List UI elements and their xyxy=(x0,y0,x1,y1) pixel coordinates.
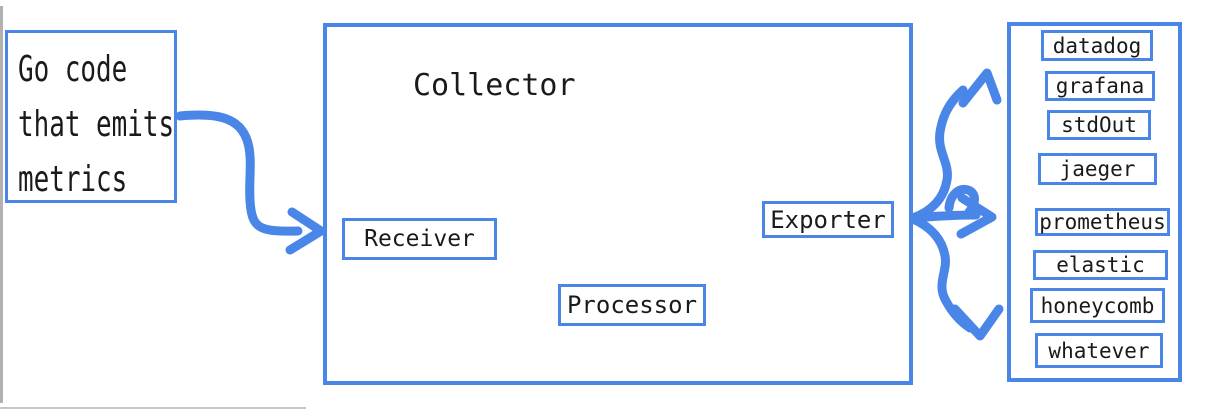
backend-label: honeycomb xyxy=(1040,293,1155,318)
exporter-label: Exporter xyxy=(770,205,886,234)
source-line-1: Go code xyxy=(18,49,128,90)
window-edge-left xyxy=(0,6,3,403)
arrow-exporter-fan-up xyxy=(908,85,968,223)
collector-title: Collector xyxy=(413,68,576,103)
backend-label: grafana xyxy=(1055,74,1145,98)
exporter-node-box: Exporter xyxy=(762,201,894,238)
window-edge-bottom xyxy=(0,407,306,409)
backend-box-stdout: stdOut xyxy=(1047,110,1151,140)
receiver-label: Receiver xyxy=(364,226,475,252)
backend-box-whatever: whatever xyxy=(1035,333,1163,368)
arrow-exporter-fan-middle xyxy=(908,210,981,223)
backend-box-grafana: grafana xyxy=(1045,71,1155,101)
arrowhead-exporter-fan-down xyxy=(950,304,1004,341)
processor-node-box: Processor xyxy=(558,284,706,326)
arrowhead-exporter-fan-up xyxy=(958,68,1002,108)
backend-label: jaeger xyxy=(1059,157,1136,181)
backend-box-prometheus: prometheus xyxy=(1035,208,1170,236)
receiver-node-box: Receiver xyxy=(342,218,497,260)
arrow-exporter-fan-middle-flick xyxy=(944,184,979,217)
backend-label: prometheus xyxy=(1039,210,1166,234)
source-line-3: metrics xyxy=(18,159,128,200)
processor-label: Processor xyxy=(566,291,698,319)
backend-label: stdOut xyxy=(1061,113,1137,137)
backend-box-elastic: elastic xyxy=(1033,250,1168,280)
arrowhead-exporter-fan-middle xyxy=(956,193,997,239)
arrowhead-source-to-collector xyxy=(285,207,326,255)
arrow-source-to-collector xyxy=(175,110,303,236)
arrow-exporter-fan-down xyxy=(908,214,975,333)
backend-label: datadog xyxy=(1052,33,1142,58)
backend-box-datadog: datadog xyxy=(1041,30,1153,61)
backend-box-honeycomb: honeycomb xyxy=(1030,288,1165,323)
backend-label: elastic xyxy=(1056,253,1145,277)
source-line-2: that emits xyxy=(18,104,175,145)
backend-box-jaeger: jaeger xyxy=(1038,153,1157,185)
backend-label: whatever xyxy=(1048,338,1150,363)
source-code-box: Go code that emits metrics xyxy=(5,30,177,203)
